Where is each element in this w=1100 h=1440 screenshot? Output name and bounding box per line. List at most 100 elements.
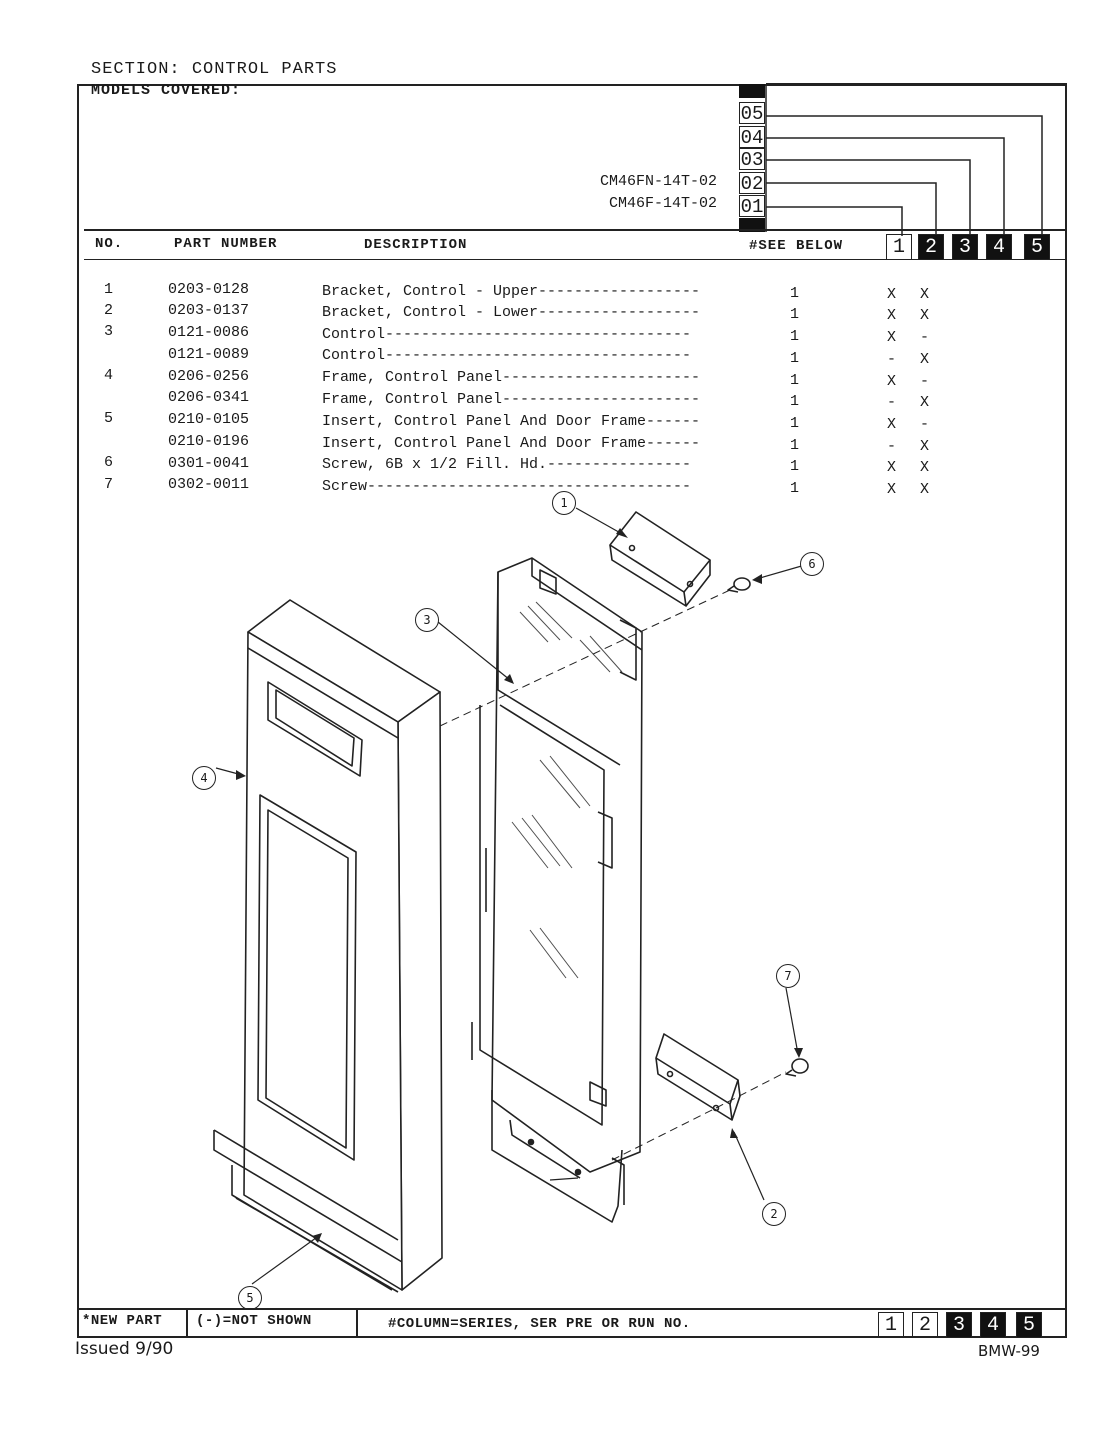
callout-2: 2: [762, 1202, 786, 1226]
footer-column-2: 2: [912, 1312, 938, 1338]
parts-row-no: 1: [104, 281, 114, 298]
series-code-01: 01: [739, 195, 765, 218]
parts-row-col2: X: [920, 394, 930, 411]
control-panel-frame-drawing: [213, 599, 443, 1293]
header-see-below: #SEE BELOW: [749, 238, 844, 254]
header-no: NO.: [95, 236, 124, 252]
parts-row-no: 7: [104, 476, 114, 493]
parts-row-col1: X: [887, 481, 897, 498]
series-code-05: 05: [739, 102, 765, 125]
series-stack-bottom: [739, 218, 765, 232]
parts-row-part: 0210-0196: [168, 433, 250, 450]
callout-7: 7: [776, 964, 800, 988]
callout-4: 4: [192, 766, 216, 790]
header-description: DESCRIPTION: [364, 237, 468, 253]
parts-row-col2: X: [920, 351, 930, 368]
callout-6: 6: [800, 552, 824, 576]
parts-row-no: 5: [104, 410, 114, 427]
parts-row-col1: -: [887, 351, 897, 368]
footer-column-note: #COLUMN=SERIES, SER PRE OR RUN NO.: [388, 1316, 691, 1332]
parts-row-qty: 1: [790, 480, 800, 497]
parts-row-part: 0206-0256: [168, 368, 250, 385]
parts-row-col1: X: [887, 416, 897, 433]
header-column-2: 2: [918, 234, 944, 260]
section-title: SECTION: CONTROL PARTS: [91, 60, 338, 79]
footer-column-5: 5: [1016, 1312, 1042, 1338]
parts-row-desc: Bracket, Control - Lower----------------…: [322, 304, 701, 321]
parts-row-desc: Screw, 6B x 1/2 Fill. Hd.---------------…: [322, 456, 692, 473]
parts-row-desc: Screw-----------------------------------…: [322, 478, 692, 495]
parts-row-col2: X: [920, 438, 930, 455]
series-stack-top: [739, 84, 765, 98]
parts-row-qty: 1: [790, 350, 800, 367]
parts-row-col2: X: [920, 481, 930, 498]
parts-row-part: 0203-0137: [168, 302, 250, 319]
parts-row-col2: -: [920, 329, 930, 346]
header-column-3: 3: [952, 234, 978, 260]
series-code-04: 04: [739, 126, 765, 149]
parts-row-col1: X: [887, 373, 897, 390]
parts-row-col1: -: [887, 394, 897, 411]
parts-row-qty: 1: [790, 372, 800, 389]
parts-row-qty: 1: [790, 328, 800, 345]
callout-1: 1: [552, 491, 576, 515]
parts-row-qty: 1: [790, 458, 800, 475]
parts-row-no: 4: [104, 367, 114, 384]
header-column-5: 5: [1024, 234, 1050, 260]
parts-row-desc: Insert, Control Panel And Door Frame----…: [322, 435, 701, 452]
parts-row-no: 3: [104, 323, 114, 340]
parts-row-col2: X: [920, 459, 930, 476]
parts-row-part: 0203-0128: [168, 281, 250, 298]
parts-row-col2: -: [920, 416, 930, 433]
parts-row-col1: X: [887, 329, 897, 346]
parts-row-qty: 1: [790, 285, 800, 302]
footer-column-3: 3: [946, 1312, 972, 1338]
parts-row-part: 0121-0086: [168, 324, 250, 341]
callout-3: 3: [415, 608, 439, 632]
header-column-4: 4: [986, 234, 1012, 260]
parts-row-no: 6: [104, 454, 114, 471]
parts-row-col2: X: [920, 286, 930, 303]
control-board-drawing: [471, 557, 643, 1223]
header-column-1: 1: [886, 234, 912, 260]
parts-row-col1: X: [887, 307, 897, 324]
screw-upper-drawing: [727, 577, 751, 593]
footer-divider: [77, 1308, 1067, 1310]
parts-row-part: 0210-0105: [168, 411, 250, 428]
parts-row-col1: -: [887, 438, 897, 455]
models-covered-label: MODELS COVERED:: [91, 82, 242, 99]
model-name-1: CM46FN-14T-02: [599, 173, 717, 190]
footer-sep-2: [356, 1308, 358, 1338]
document-code: BMW-99: [978, 1342, 1040, 1360]
parts-row-desc: Frame, Control Panel--------------------…: [322, 391, 701, 408]
parts-row-qty: 1: [790, 437, 800, 454]
issued-date: Issued 9/90: [75, 1339, 174, 1359]
screw-lower-drawing: [785, 1058, 809, 1077]
parts-row-desc: Control---------------------------------…: [322, 347, 692, 364]
model-name-2: CM46F-14T-02: [608, 195, 717, 212]
parts-row-col1: X: [887, 286, 897, 303]
footer-column-4: 4: [980, 1312, 1006, 1338]
footer-sep-1: [186, 1308, 188, 1338]
footer-new-part: *NEW PART: [82, 1313, 163, 1329]
callout-5: 5: [238, 1286, 262, 1310]
parts-row-col2: -: [920, 373, 930, 390]
exploded-parts-diagram: [213, 507, 809, 1293]
parts-row-desc: Frame, Control Panel--------------------…: [322, 369, 701, 386]
parts-row-no: 2: [104, 302, 114, 319]
series-code-02: 02: [739, 172, 765, 195]
parts-row-col2: X: [920, 307, 930, 324]
parts-row-part: 0121-0089: [168, 346, 250, 363]
parts-row-part: 0301-0041: [168, 455, 250, 472]
series-code-03: 03: [739, 148, 765, 171]
header-part-number: PART NUMBER: [174, 236, 278, 252]
parts-row-desc: Insert, Control Panel And Door Frame----…: [322, 413, 701, 430]
parts-row-qty: 1: [790, 306, 800, 323]
lower-bracket-drawing: [655, 1033, 741, 1121]
footer-column-1: 1: [878, 1312, 904, 1338]
parts-row-part: 0206-0341: [168, 389, 250, 406]
parts-row-qty: 1: [790, 393, 800, 410]
parts-row-part: 0302-0011: [168, 476, 250, 493]
parts-row-desc: Control---------------------------------…: [322, 326, 692, 343]
parts-row-desc: Bracket, Control - Upper----------------…: [322, 283, 701, 300]
